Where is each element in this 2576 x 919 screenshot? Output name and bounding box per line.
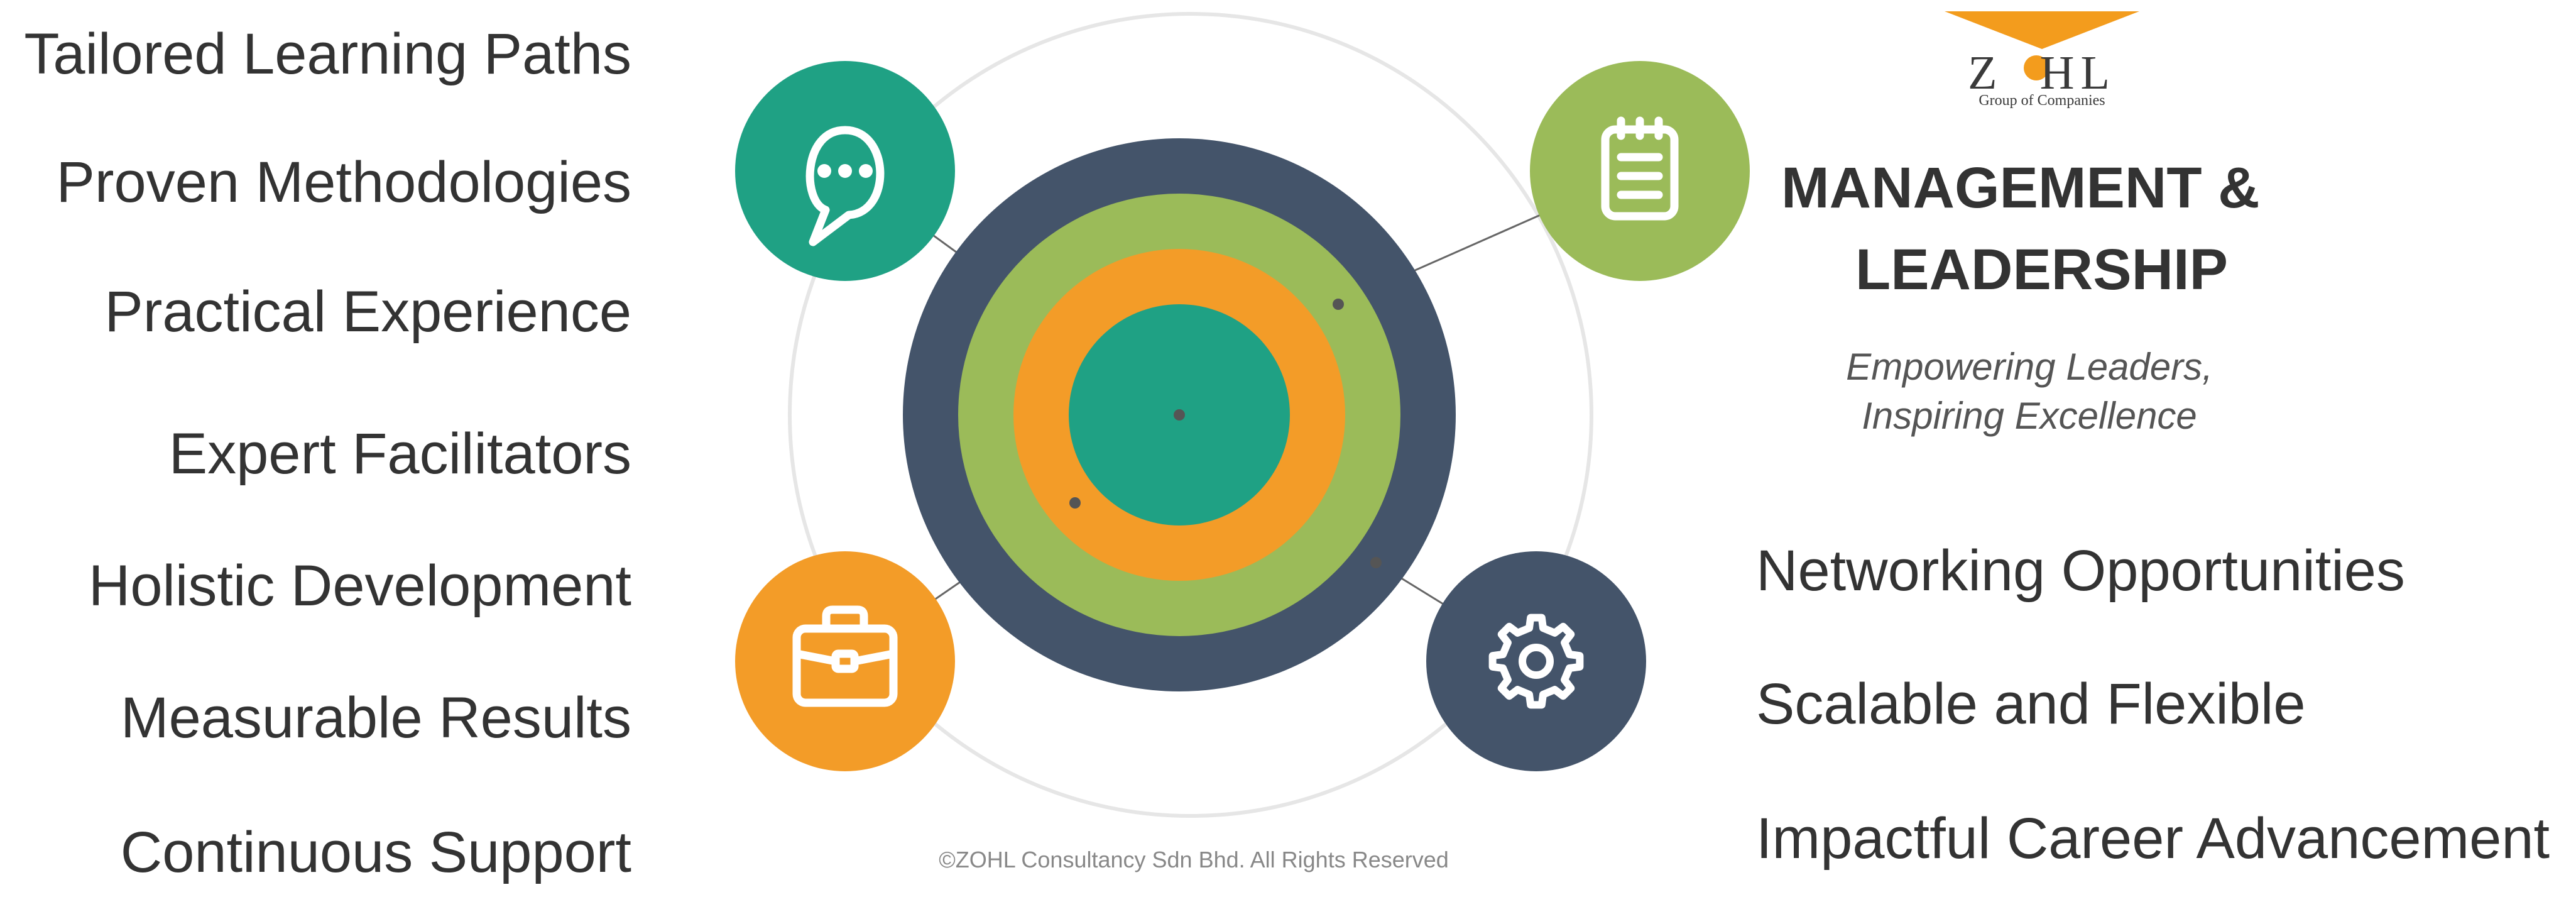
tagline: Empowering Leaders, Inspiring Excellence — [1809, 343, 2249, 441]
connector-dots — [1069, 299, 1382, 568]
feature-item: Proven Methodologies — [56, 150, 631, 214]
icon-bubble-notepad — [1530, 61, 1750, 281]
notepad-icon — [1601, 116, 1679, 221]
logo-graphic — [1945, 11, 2139, 80]
feature-item: Continuous Support — [120, 820, 631, 884]
icon-bubble-gear — [1426, 551, 1646, 771]
right-feature-list: Networking Opportunities Scalable and Fl… — [1756, 0, 2573, 919]
feature-item: Expert Facilitators — [168, 422, 631, 486]
left-feature-list: Tailored Learning Paths Proven Methodolo… — [0, 0, 631, 919]
icon-bubble-chat — [735, 61, 955, 281]
title-line-1: MANAGEMENT & — [1781, 156, 2260, 220]
chat-bubble-icon — [805, 126, 885, 246]
icon-bubble-briefcase — [735, 551, 955, 771]
feature-item: Holistic Development — [88, 554, 631, 618]
outer-guide-circle — [788, 12, 1593, 818]
logo-subtitle: Group of Companies — [1978, 92, 2105, 109]
feature-item: Practical Experience — [104, 280, 631, 344]
title-line-2: LEADERSHIP — [1855, 238, 2228, 302]
briefcase-icon — [792, 605, 898, 707]
tagline-line-2: Inspiring Excellence — [1862, 395, 2197, 437]
gear-icon — [1488, 614, 1584, 709]
feature-item: Networking Opportunities — [1756, 539, 2405, 603]
copyright-notice: ©ZOHL Consultancy Sdn Bhd. All Rights Re… — [939, 847, 1449, 872]
logo-o-dot — [2024, 55, 2049, 80]
logo-triangle — [1945, 11, 2139, 49]
feature-item: Measurable Results — [120, 686, 631, 750]
tagline-line-1: Empowering Leaders, — [1846, 346, 2213, 388]
feature-item: Scalable and Flexible — [1756, 672, 2306, 736]
feature-item: Tailored Learning Paths — [24, 22, 631, 86]
feature-item: Impactful Career Advancement — [1756, 806, 2550, 871]
page-title: MANAGEMENT & LEADERSHIP — [1781, 147, 2260, 311]
